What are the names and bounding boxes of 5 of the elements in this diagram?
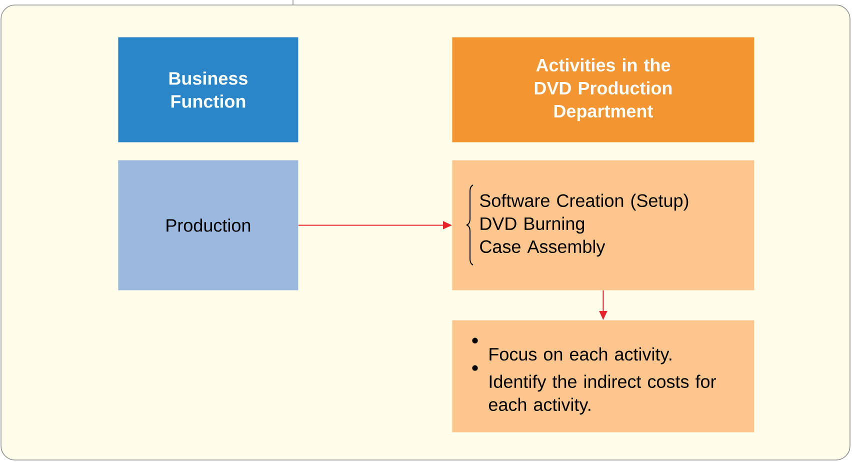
header-box: Business Function — [118, 37, 298, 142]
note-box: Focus on each activity. Identify the indirect costs for each activity. — [452, 320, 754, 432]
function-box: Production — [118, 160, 298, 290]
activity-box: Software Creation (Setup) DVD Burning Case Assembly — [452, 160, 754, 290]
header-box: Activities in the DVD Production Department — [452, 37, 754, 142]
